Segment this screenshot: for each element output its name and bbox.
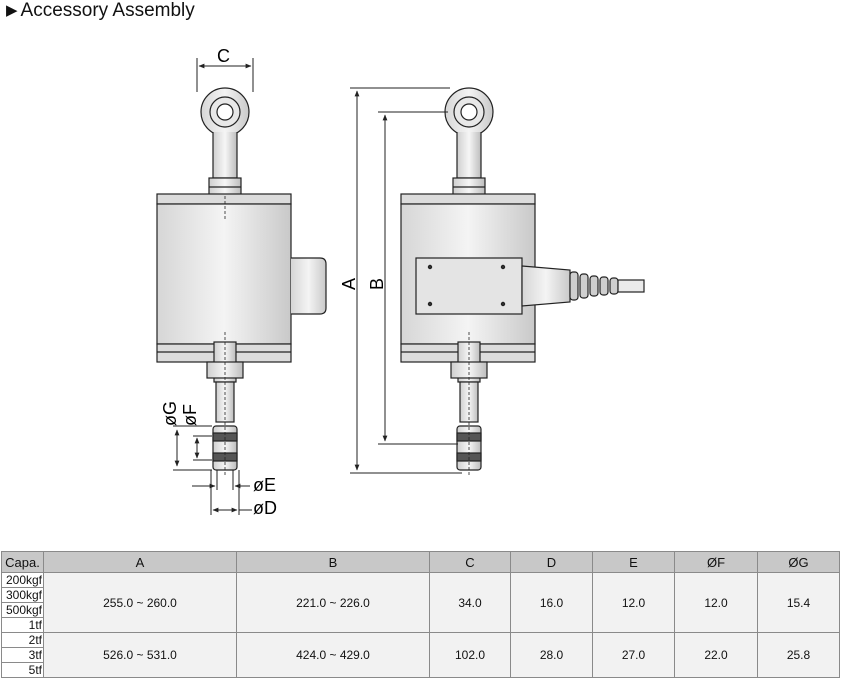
value-F: 22.0 <box>674 632 758 678</box>
header-A: A <box>43 551 237 573</box>
value-A: 526.0 ~ 531.0 <box>43 632 237 678</box>
dim-label-D: øD <box>253 498 277 518</box>
header-F: ØF <box>674 551 758 573</box>
table-row: 2tf 526.0 ~ 531.0 424.0 ~ 429.0 102.0 28… <box>1 632 840 678</box>
table-row: 300kgf <box>1 587 840 603</box>
dim-C <box>196 58 254 92</box>
capacity-cell: 1tf <box>1 617 44 633</box>
table-row: 200kgf 255.0 ~ 260.0 221.0 ~ 226.0 34.0 … <box>1 572 840 633</box>
value-F: 12.0 <box>674 572 758 633</box>
side-connector-boss <box>291 257 327 315</box>
dim-G-F <box>173 425 212 471</box>
table-row: 500kgf <box>1 602 840 618</box>
header-E: E <box>592 551 675 573</box>
dim-label-G: øG <box>160 401 180 426</box>
value-E: 12.0 <box>592 572 675 633</box>
header-D: D <box>510 551 593 573</box>
value-G: 25.8 <box>757 632 840 678</box>
header-B: B <box>236 551 430 573</box>
capacity-cell: 200kgf <box>1 572 44 588</box>
value-D: 28.0 <box>510 632 593 678</box>
right-view <box>400 87 645 475</box>
table-row: 3tf <box>1 647 840 663</box>
dim-E-D <box>192 470 252 515</box>
left-body-top-band <box>156 193 292 205</box>
capacity-cell: 3tf <box>1 647 44 663</box>
cable-gland <box>521 265 571 307</box>
value-G: 15.4 <box>757 572 840 633</box>
assembly-drawing: C øG øF øE øD <box>156 46 645 518</box>
section-title-text: Accessory Assembly <box>20 0 195 21</box>
capacity-cell: 300kgf <box>1 587 44 603</box>
dim-label-C: C <box>217 46 230 66</box>
dim-label-F: øF <box>180 404 200 426</box>
value-A: 255.0 ~ 260.0 <box>43 572 237 633</box>
dim-label-E: øE <box>253 475 276 495</box>
value-B: 221.0 ~ 226.0 <box>236 572 430 633</box>
value-C: 34.0 <box>429 572 511 633</box>
value-D: 16.0 <box>510 572 593 633</box>
capacity-cell: 500kgf <box>1 602 44 618</box>
table-header-row: Capa. A B C D E ØF ØG <box>1 551 840 573</box>
dim-A-B <box>350 87 462 474</box>
cable <box>617 279 645 293</box>
value-E: 27.0 <box>592 632 675 678</box>
capacity-cell: 5tf <box>1 662 44 678</box>
header-C: C <box>429 551 511 573</box>
spec-table: Capa. A B C D E ØF ØG 200kgf 255.0 ~ 260… <box>1 551 840 678</box>
value-B: 424.0 ~ 429.0 <box>236 632 430 678</box>
header-capa: Capa. <box>1 551 44 573</box>
capacity-cell: 2tf <box>1 632 44 648</box>
header-G: ØG <box>757 551 840 573</box>
left-view <box>156 87 327 475</box>
triangle-right-icon: ▶ <box>6 2 18 19</box>
value-C: 102.0 <box>429 632 511 678</box>
dim-label-A: A <box>339 278 359 290</box>
dim-label-B: B <box>367 278 387 290</box>
table-row: 5tf <box>1 662 840 678</box>
section-title: ▶Accessory Assembly <box>6 0 195 22</box>
left-body <box>156 203 292 345</box>
